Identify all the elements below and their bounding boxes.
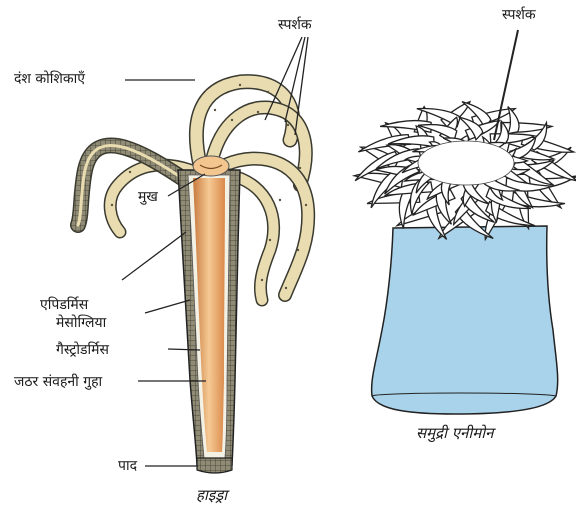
label-foot: पाद [118, 459, 137, 473]
anemone-column [372, 226, 558, 414]
label-tentacles-anemone: स्पर्शक [502, 8, 536, 22]
label-mesoglea: मेसोग्लिया [56, 316, 106, 330]
anemone-oral-disc [418, 141, 514, 185]
sea-anemone [354, 102, 576, 414]
label-tentacles-hydra: स्पर्शक [278, 18, 312, 32]
hydra-body [178, 156, 240, 473]
label-gastrovascular-cavity: जठर संवहनी गुहा [14, 375, 102, 389]
caption-hydra: हाइड्रा [196, 488, 227, 503]
label-mouth: मुख [138, 190, 158, 204]
label-gastrodermis: गैस्ट्रोडर्मिस [56, 343, 109, 357]
hydra [78, 82, 308, 473]
label-epidermis: एपिडर्मिस [40, 298, 88, 312]
label-sting-cells: दंश कोशिकाएँ [14, 72, 85, 86]
leader-mesoglea [145, 300, 190, 313]
caption-sea-anemone: समुद्री एनीमोन [416, 426, 493, 441]
leader-epidermis [122, 232, 186, 280]
